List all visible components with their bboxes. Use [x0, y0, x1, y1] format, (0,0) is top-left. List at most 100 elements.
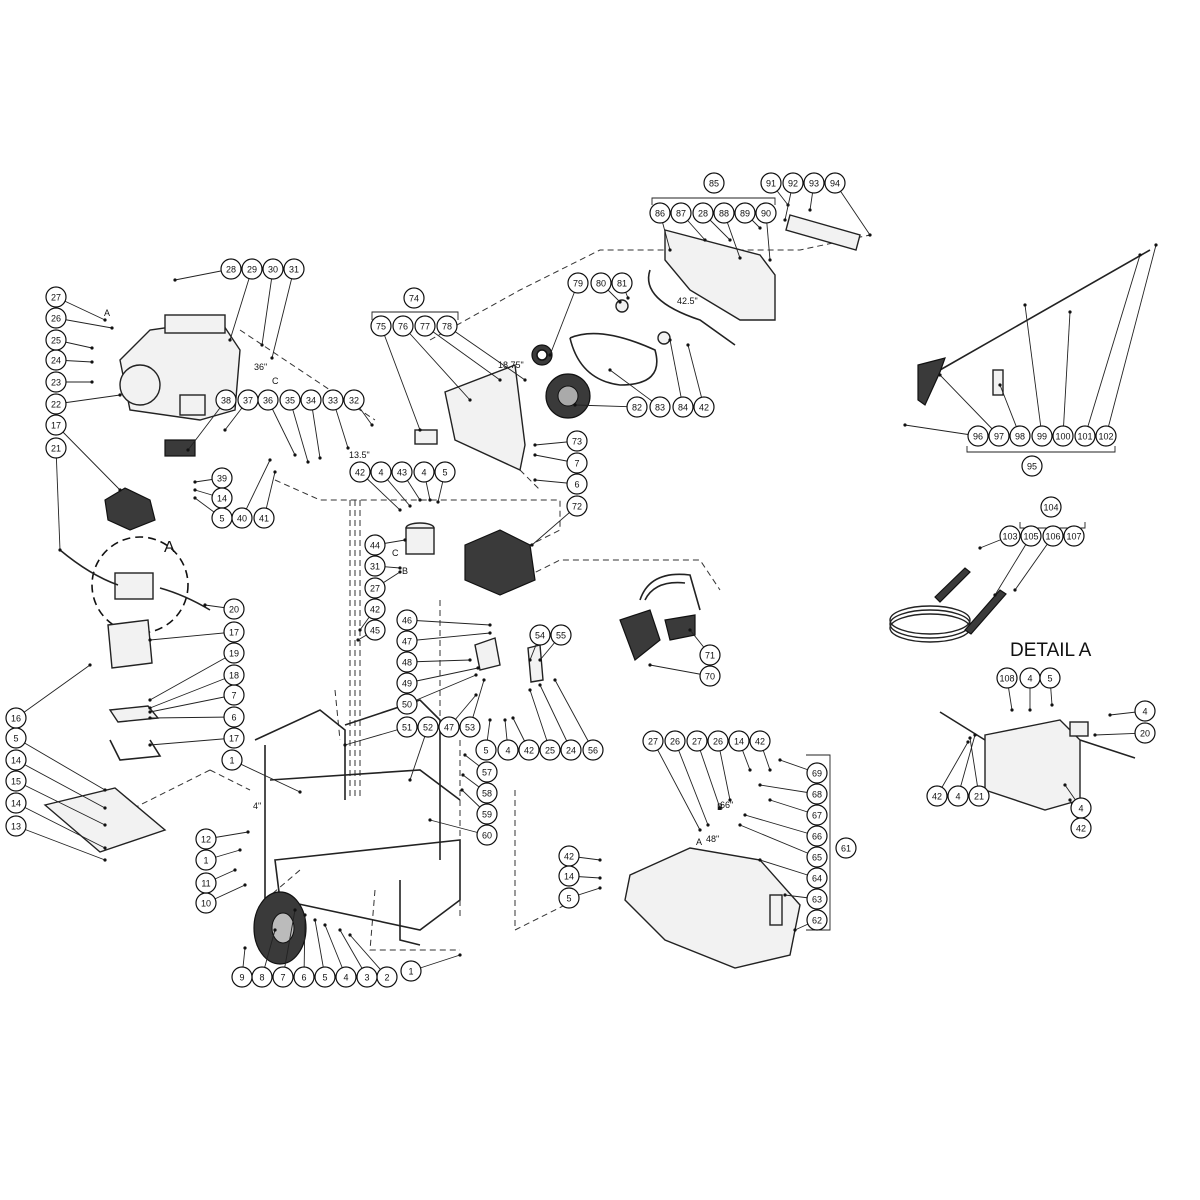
- callout-number: 4: [343, 973, 348, 983]
- callout-number: 5: [566, 894, 571, 904]
- callout-bubble: [497, 739, 519, 761]
- callout-5: 5: [5, 727, 27, 749]
- callout-number: 46: [402, 616, 412, 626]
- callout-66: 66: [806, 825, 828, 847]
- callout-bubble: [734, 202, 756, 224]
- callout-49: 49: [396, 672, 418, 694]
- callout-bubble: [760, 172, 782, 194]
- leader-dot: [998, 383, 1002, 387]
- callout-75: 75: [370, 315, 392, 337]
- leader-line: [904, 424, 979, 437]
- callout-105: 105: [1020, 525, 1042, 547]
- leader-line: [549, 282, 579, 356]
- callout-number: 42: [755, 737, 765, 747]
- callout-bubble: [475, 739, 497, 761]
- leader-dot: [458, 953, 462, 957]
- leader-dot: [436, 500, 440, 504]
- leader-dot: [428, 818, 432, 822]
- callout-bubble: [221, 749, 243, 771]
- leader-line: [149, 694, 235, 713]
- leader-dot: [498, 378, 502, 382]
- leader-line: [149, 737, 235, 746]
- callout-number: 22: [51, 400, 61, 410]
- callout-42: 42: [364, 598, 386, 620]
- leader-dot: [110, 326, 114, 330]
- callout-bubble: [272, 966, 294, 988]
- leader-dot: [626, 296, 630, 300]
- callout-bubble: [45, 414, 67, 436]
- callout-number: 90: [761, 209, 771, 219]
- callout-number: 1: [408, 967, 413, 977]
- callout-55: 55: [550, 624, 572, 646]
- leader-dot: [1068, 310, 1072, 314]
- leader-dot: [553, 678, 557, 682]
- leader-dot: [268, 458, 272, 462]
- callout-93: 93: [803, 172, 825, 194]
- callout-42: 42: [558, 845, 580, 867]
- callout-number: 59: [482, 810, 492, 820]
- callout-80: 80: [590, 272, 612, 294]
- callout-bubble: [476, 761, 498, 783]
- dimension-rod: 18.75": [498, 360, 524, 370]
- leader-dot: [743, 813, 747, 817]
- callout-46: 46: [396, 609, 418, 631]
- callout-bubble: [749, 730, 771, 752]
- callout-bubble: [223, 727, 245, 749]
- dimension-hose: 13.5": [349, 450, 370, 460]
- callout-bubble: [1070, 817, 1092, 839]
- leader-dot: [148, 706, 152, 710]
- callout-86: 86: [649, 202, 671, 224]
- callout-number: 55: [556, 631, 566, 641]
- callout-4: 4: [1070, 797, 1092, 819]
- callout-40: 40: [231, 507, 253, 529]
- leader-line: [149, 652, 235, 701]
- leader-dot: [118, 393, 122, 397]
- leader-dot: [523, 378, 527, 382]
- callout-bubble: [364, 598, 386, 620]
- callout-88: 88: [713, 202, 735, 224]
- leader-dot: [768, 258, 772, 262]
- callout-number: 20: [1140, 729, 1150, 739]
- callout-number: 35: [285, 396, 295, 406]
- leader-line: [149, 674, 235, 709]
- callout-bubble: [968, 785, 990, 807]
- leader-dot: [90, 360, 94, 364]
- callout-bubble: [335, 966, 357, 988]
- callout-number: 25: [545, 746, 555, 756]
- callout-number: 63: [812, 895, 822, 905]
- callout-71: 71: [699, 644, 721, 666]
- callout-number: 17: [229, 734, 239, 744]
- ignition-module: [164, 439, 196, 457]
- callout-bubble: [283, 258, 305, 280]
- callout-bubble: [396, 609, 418, 631]
- callout-bubble: [664, 730, 686, 752]
- callout-number: 26: [713, 737, 723, 747]
- callout-number: 12: [201, 835, 211, 845]
- engine-cover: [104, 487, 156, 531]
- callout-number: 4: [1027, 674, 1032, 684]
- callout-bubble: [400, 960, 422, 982]
- callout-number: 60: [482, 831, 492, 841]
- leader-dot: [1068, 798, 1072, 802]
- callout-number: 6: [574, 480, 579, 490]
- leader-dot: [463, 753, 467, 757]
- callout-bubble: [5, 749, 27, 771]
- leader-dot: [323, 923, 327, 927]
- callout-bubble: [806, 783, 828, 805]
- callout-bubble: [220, 258, 242, 280]
- callout-100: 100: [1052, 425, 1074, 447]
- callout-number: 1: [203, 856, 208, 866]
- callout-53: 53: [459, 716, 481, 738]
- callout-58: 58: [476, 782, 498, 804]
- callout-number: 27: [370, 584, 380, 594]
- callout-number: 68: [812, 790, 822, 800]
- callout-bubble: [782, 172, 804, 194]
- leader-dot: [356, 638, 360, 642]
- callout-number: 40: [237, 514, 247, 524]
- callout-number: 80: [596, 279, 606, 289]
- leader-dot: [461, 773, 465, 777]
- callout-74: 74: [403, 287, 425, 309]
- leader-dot: [398, 508, 402, 512]
- callout-bubble: [558, 865, 580, 887]
